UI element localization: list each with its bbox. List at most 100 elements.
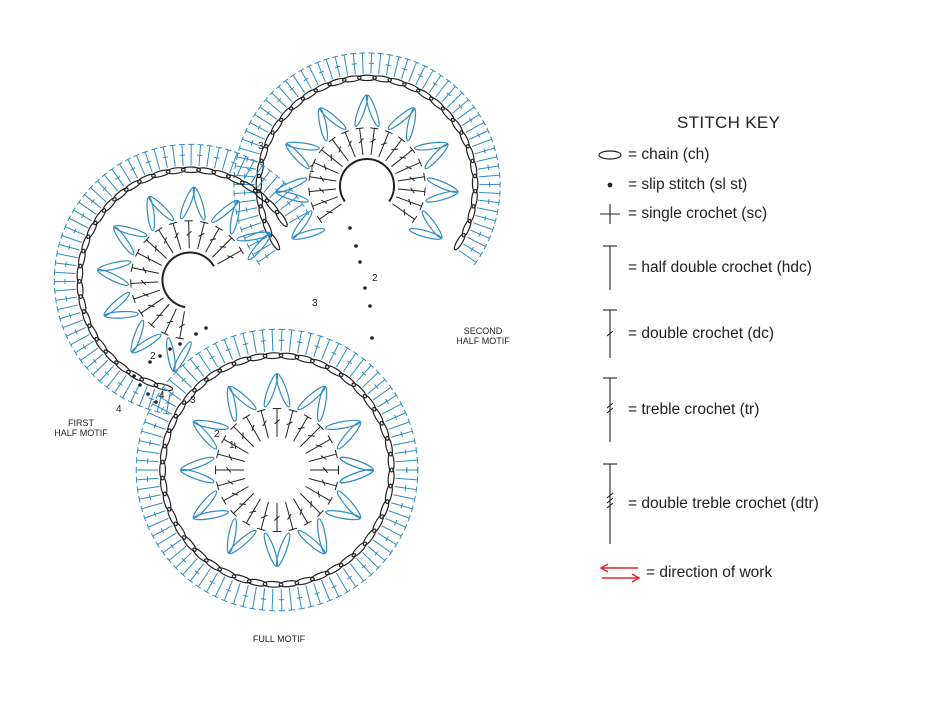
inner-stitch: [331, 139, 349, 162]
inner-stitch-tick: [148, 304, 155, 308]
outer-stitch-cap: [255, 259, 261, 266]
petal-chain: [247, 232, 272, 261]
outer-stitch-cap: [195, 351, 202, 356]
chain-stitch: [313, 82, 332, 93]
outer-stitch-bar: [400, 431, 403, 437]
inner-stitch-tick: [318, 187, 325, 193]
inner-stitch-cap: [411, 215, 418, 223]
outer-stitch-bar: [331, 351, 337, 356]
second-half-motif-label: SECOND HALF MOTIF: [456, 326, 510, 346]
outer-stitch-bar: [160, 528, 165, 534]
inner-stitch-tick: [234, 442, 237, 450]
outer-stitch-cap: [140, 505, 144, 513]
inner-stitch-cap: [288, 409, 298, 413]
outer-stitch-cap: [263, 97, 268, 103]
outer-stitch: [305, 333, 312, 355]
outer-stitch-cap: [482, 119, 486, 126]
chain-stitch: [341, 75, 362, 83]
inner-stitch: [245, 498, 261, 524]
outer-stitch: [393, 440, 415, 446]
outer-stitch: [62, 319, 83, 329]
inner-stitch-tick: [227, 255, 234, 259]
outer-stitch: [278, 86, 293, 103]
outer-stitch-bar: [115, 175, 121, 180]
outer-stitch-cap: [368, 572, 374, 578]
chain-stitch: [167, 413, 178, 434]
outer-stitch: [471, 138, 492, 148]
round-number: 4: [116, 404, 122, 415]
inner-stitch: [313, 162, 339, 174]
outer-stitch-cap: [466, 97, 471, 103]
outer-stitch: [197, 352, 211, 372]
slip-stitch: [146, 392, 150, 396]
inner-stitch-tick: [410, 187, 415, 194]
chain-stitch: [351, 382, 368, 399]
petal-chain: [103, 291, 131, 317]
inner-stitch-cap: [228, 234, 235, 242]
inner-stitch-cap: [334, 481, 338, 491]
inner-stitch: [396, 196, 422, 207]
inner-stitch: [233, 492, 255, 514]
outer-stitch-bar: [347, 575, 353, 580]
outer-stitch-cap: [386, 53, 393, 56]
outer-stitch-cap: [394, 392, 399, 399]
outer-stitch: [446, 92, 463, 108]
outer-stitch-cap: [235, 208, 238, 215]
outer-stitch: [119, 163, 132, 183]
outer-stitch-bar: [374, 551, 379, 556]
outer-stitch-cap: [111, 390, 118, 395]
inner-stitch: [344, 131, 356, 158]
outer-stitch-cap: [413, 437, 416, 444]
chain-stitch: [402, 82, 421, 93]
chain-stitch: [159, 443, 168, 465]
petal-chain: [319, 107, 347, 130]
outer-stitch: [457, 106, 475, 120]
outer-stitch-bar: [82, 344, 87, 350]
chain-stitch: [81, 234, 91, 254]
treble-crochet-icon: [596, 376, 624, 444]
chain-stitch: [123, 179, 142, 192]
outer-stitch-cap: [116, 161, 123, 167]
petal-chain: [325, 509, 361, 521]
outer-stitch-cap: [160, 384, 166, 391]
outer-stitch-cap: [382, 557, 388, 564]
outer-stitch-bar: [374, 384, 379, 389]
inner-stitch-cap: [221, 435, 227, 444]
outer-stitch-cap: [57, 241, 61, 248]
outer-stitch-cap: [274, 173, 281, 179]
outer-stitch-bar: [65, 296, 68, 302]
inner-stitch-cap: [242, 520, 251, 526]
outer-stitch: [141, 502, 163, 510]
outer-stitch: [148, 517, 169, 528]
key-item-slip-stitch: = slip stitch (sl st): [596, 176, 747, 194]
outer-stitch-cap: [97, 378, 103, 384]
outer-stitch-cap: [257, 104, 263, 110]
outer-stitch-cap: [216, 146, 223, 149]
chain-stitch: [114, 360, 131, 374]
inner-stitch: [392, 203, 415, 220]
inner-stitch-cap: [242, 414, 251, 420]
outer-stitch-cap: [281, 180, 288, 186]
petal-chain: [229, 200, 241, 235]
inner-stitch: [293, 498, 309, 524]
petal-chain: [228, 385, 257, 411]
chain-stitch: [461, 218, 472, 238]
inner-stitch-cap: [221, 496, 227, 505]
outer-stitch: [221, 149, 229, 171]
outer-stitch-bar: [289, 86, 295, 91]
inner-stitch: [293, 416, 309, 442]
outer-stitch-bar: [303, 77, 309, 82]
first-half-motif-label: FIRST HALF MOTIF: [54, 418, 108, 438]
chain-stitch: [362, 393, 377, 412]
outer-stitch-bar: [417, 73, 423, 78]
outer-stitch-cap: [56, 306, 59, 313]
round-number: 3: [312, 298, 318, 309]
chain-stitch: [126, 369, 145, 382]
key-label: = slip stitch (sl st): [628, 176, 748, 193]
inner-stitch: [391, 149, 413, 167]
inner-stitch-tick: [408, 198, 412, 206]
outer-stitch-cap: [360, 356, 367, 362]
inner-stitch-tick: [228, 454, 233, 461]
outer-stitch-bar: [68, 312, 72, 319]
inner-stitch: [164, 308, 177, 334]
